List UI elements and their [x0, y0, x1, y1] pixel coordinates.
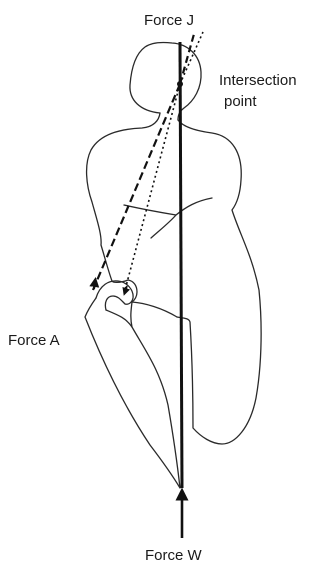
label-force-j: Force J — [144, 12, 194, 29]
torso-outline — [87, 113, 262, 444]
head-outline — [130, 42, 201, 120]
thigh-outline — [112, 280, 177, 317]
force-w-line — [180, 42, 182, 488]
knee-outline — [106, 310, 132, 327]
trunk-cross-line-left — [124, 205, 176, 215]
intersection-point-marker — [177, 81, 183, 87]
leg-outline — [85, 298, 180, 488]
force-j-dashed-line-extension — [93, 84, 180, 290]
force-a-arrow — [94, 282, 95, 289]
label-force-a: Force A — [8, 332, 60, 349]
label-intersection-point-line1: Intersection — [219, 72, 297, 89]
hip-joint-outline — [96, 281, 133, 310]
label-intersection-point-line2: point — [224, 93, 257, 110]
force-a-dotted-line — [125, 84, 180, 290]
label-force-w: Force W — [145, 547, 203, 564]
force-j-dashed-line — [180, 34, 194, 84]
